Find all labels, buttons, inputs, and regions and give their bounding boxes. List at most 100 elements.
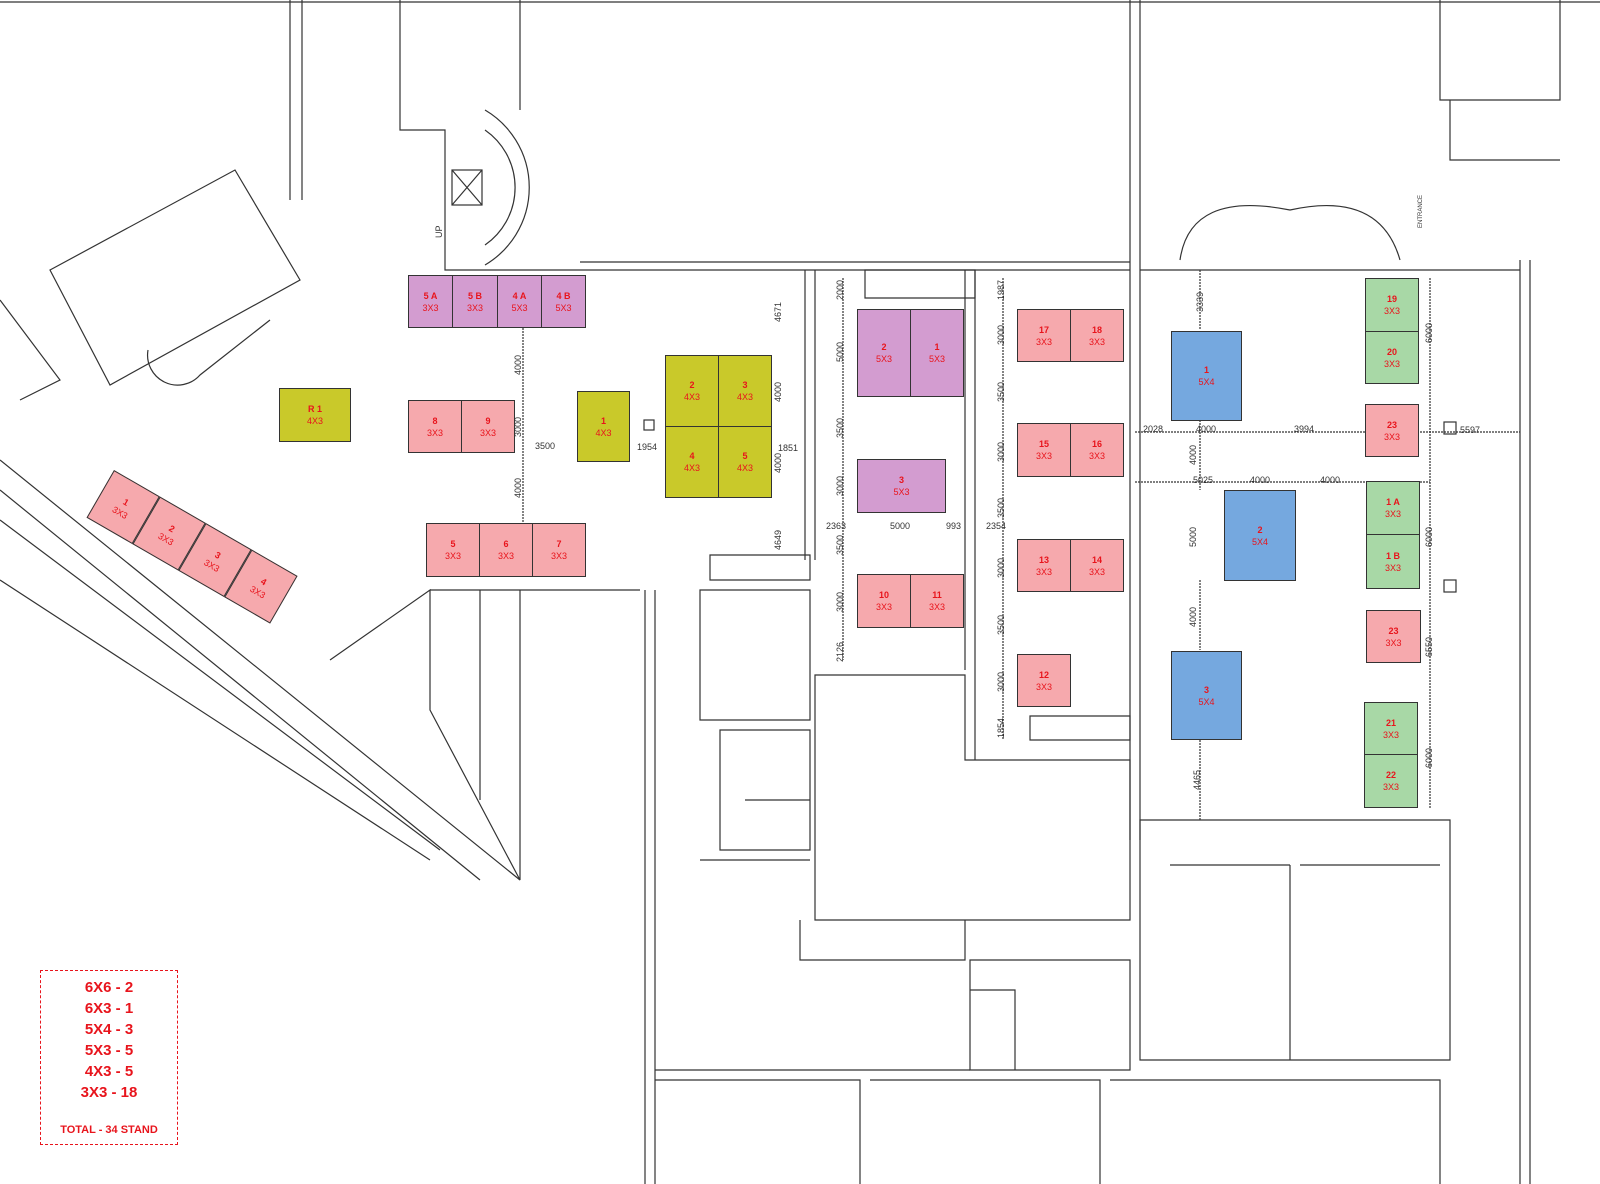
booth-size: 3X3 (1088, 451, 1105, 461)
dimension-label: 3500 (535, 441, 556, 451)
booth-number: 23 (1388, 625, 1399, 636)
dimension-label: 4000 (773, 381, 783, 402)
dimension-label: 5000 (835, 341, 845, 362)
booth-number: 6 (503, 539, 509, 549)
dimension-label: 4465 (1192, 769, 1202, 790)
booth-number: 5 (742, 451, 748, 461)
dimension-label: 3000 (835, 475, 845, 496)
booth-number: 4 (689, 451, 695, 461)
dimension-label: 3500 (996, 614, 1006, 635)
stand-legend: 6X6 - 2 6X3 - 1 5X4 - 3 5X3 - 5 4X3 - 5 … (40, 970, 178, 1145)
booth-size: 4X3 (736, 463, 753, 473)
booth-size: 3X3 (466, 302, 483, 313)
booth-number: 1 B (1385, 550, 1400, 561)
booth-size: 3X3 (426, 427, 443, 438)
dimension-label: 5597 (1460, 425, 1481, 435)
legend-row: 6X3 - 1 (84, 1000, 134, 1017)
booth-size: 3X3 (1384, 509, 1401, 519)
booth-size: 4X3 (736, 392, 753, 402)
booth-size: 5X3 (511, 302, 528, 313)
booth-size: 3X3 (1088, 336, 1105, 347)
dimension-label: 3500 (835, 534, 845, 555)
dimension-label: 4000 (513, 354, 523, 375)
booth-number: 9 (485, 415, 491, 426)
booth-size: 5X4 (1198, 696, 1215, 707)
dimension-label: 6000 (1424, 747, 1434, 768)
booth-size: 3X3 (1035, 681, 1052, 692)
booth-size: 3X3 (497, 551, 514, 561)
booth-number: 2 (881, 342, 887, 352)
legend-row: 5X3 - 5 (84, 1042, 134, 1059)
dimension-label: 3000 (996, 324, 1006, 345)
booth-size: 3X3 (928, 602, 945, 612)
dimension-label: 3000 (996, 441, 1006, 462)
booth-number: 4 A (512, 290, 527, 301)
dimension-label: 1851 (778, 443, 799, 453)
booth-size: 3X3 (1035, 566, 1052, 577)
booth-number: 11 (932, 590, 942, 600)
booth-number: 12 (1038, 669, 1049, 680)
dimension-label: 2126 (835, 641, 845, 662)
booth-size: 3X3 (1088, 566, 1105, 577)
dimension-label: 4000 (1250, 475, 1271, 485)
booth-size: 3X3 (248, 583, 268, 601)
booth-size: 3X3 (1383, 306, 1400, 316)
booth-number: 14 (1091, 554, 1102, 565)
dimension-label: 3000 (996, 671, 1006, 692)
booth-number: 8 (432, 415, 438, 426)
booth-size: 5X4 (1198, 377, 1215, 387)
legend-total: TOTAL - 34 STAND (60, 1124, 158, 1136)
booth-number: 4 B (556, 290, 571, 301)
booth-size: 5X3 (875, 354, 892, 364)
booth-number: 20 (1386, 346, 1397, 357)
booth-number: 1 (600, 415, 606, 426)
booth-size: 3X3 (1382, 782, 1399, 792)
dimension-label: 3500 (996, 497, 1006, 518)
dimension-label: 3994 (1294, 424, 1315, 434)
booth-size: 3X3 (202, 556, 222, 574)
dimension-label: 2000 (835, 279, 845, 300)
dimension-label: 2354 (986, 521, 1007, 531)
booth-number: 1 A (1386, 497, 1400, 507)
